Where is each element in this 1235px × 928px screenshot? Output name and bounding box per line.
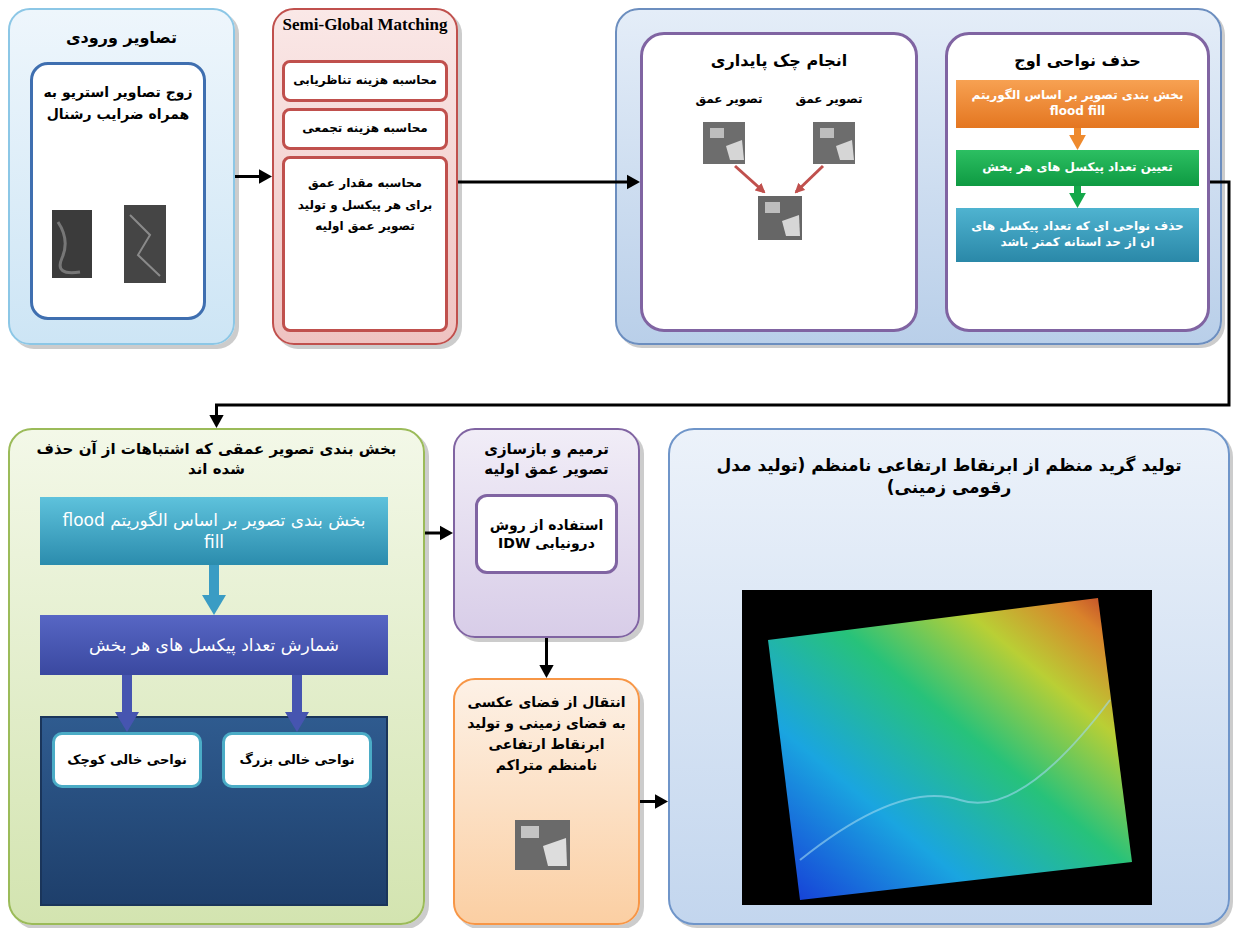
- box-text: تصاویر ورودی: [18, 28, 225, 49]
- process-box: محاسبه هزینه تناظریابی: [282, 60, 448, 102]
- dem-panel: تولید گرید منظم از ابرنقاط ارتفاعی نامنظ…: [668, 428, 1230, 925]
- arrow-line: [209, 565, 219, 598]
- sgm-panel: Semi-Global Matching محاسبه هزینه تناظریا…: [272, 8, 458, 345]
- arrow-head: [440, 526, 453, 540]
- flow-arrow: [640, 794, 668, 808]
- arrow-head: [539, 665, 553, 678]
- flow-arrow: [115, 675, 139, 732]
- box-text: محاسبه مقدار عمق برای هر پیکسل و تولید ت…: [293, 173, 437, 238]
- box-text: بخش بندی تصویر بر اساس الگوریتم flood fi…: [962, 88, 1193, 119]
- arrow-head: [285, 712, 309, 732]
- box-text: نواحی خالی بزرگ: [231, 752, 363, 769]
- flow-arrow: [539, 638, 553, 678]
- arrow-line: [292, 675, 302, 715]
- flow-arrow: [209, 182, 1229, 428]
- process-box: محاسبه هزینه تجمعی: [282, 108, 448, 150]
- box-text: نواحی خالی کوچک: [61, 752, 193, 769]
- box-text: انجام چک پایداری: [649, 51, 909, 72]
- box-text: محاسبه هزینه تجمعی: [291, 121, 439, 137]
- arrow-head: [209, 415, 223, 428]
- flow-arrow: [458, 175, 640, 189]
- segment-panel: بخش بندی تصویر عمقی که اشتباهات از آن حذ…: [8, 428, 425, 925]
- flow-arrow: [285, 675, 309, 732]
- dem-image: [742, 590, 1152, 905]
- arrow-line: [235, 175, 261, 178]
- flow-arrow: [202, 565, 226, 615]
- box-text: حذف نواحی ای که تعداد پیکسل های ان از حد…: [962, 219, 1193, 250]
- step-bar: حذف نواحی ای که تعداد پیکسل های ان از حد…: [956, 208, 1199, 262]
- process-box: محاسبه مقدار عمق برای هر پیکسل و تولید ت…: [282, 156, 448, 332]
- arrow-head: [202, 595, 226, 615]
- arrow-line: [217, 182, 1230, 417]
- result-box: نواحی خالی بزرگ: [222, 732, 372, 788]
- arrow-line: [1074, 186, 1081, 195]
- arrow-line: [545, 638, 548, 667]
- arrow-line: [122, 675, 132, 715]
- arrow-head: [115, 712, 139, 732]
- step-bar: بخش بندی تصویر بر اساس الگوریتم flood fi…: [956, 80, 1199, 128]
- repair-panel: ترمیم و بازسازی تصویر عمق اولیه استفاده ا…: [453, 428, 640, 638]
- arrow-line: [425, 532, 442, 535]
- arrow-line: [458, 181, 629, 184]
- box-text: محاسبه هزینه تناظریابی: [291, 73, 439, 89]
- step-bar: تعیین تعداد پیکسل های هر بخش: [956, 150, 1199, 186]
- box-text: زوج تصاویر استریو به همراه ضرایب رشنال: [41, 81, 195, 126]
- arrow-head: [1069, 135, 1086, 150]
- depth-image: [703, 122, 855, 240]
- box-text: حذف نواحی اوج: [954, 51, 1201, 72]
- check-panel: انجام چک پایداری تصویر عمقتصویر عمق: [640, 32, 918, 332]
- arrow-line: [640, 800, 657, 803]
- box-text: انتقال از فضای عکسی به فضای زمینی و تولی…: [463, 692, 630, 776]
- box-text: بخش بندی تصویر عمقی که اشتباهات از آن حذ…: [20, 440, 413, 479]
- box-text: Semi-Global Matching: [280, 16, 450, 35]
- arrow-head: [655, 794, 668, 808]
- box-text: شمارش تعداد پیکسل های هر بخش: [50, 634, 378, 656]
- step-bar: شمارش تعداد پیکسل های هر بخش: [40, 615, 388, 675]
- arrow-head: [259, 169, 272, 183]
- box-text: بخش بندی تصویر بر اساس الگوریتم flood fi…: [50, 509, 378, 553]
- stereo-image: [52, 205, 166, 283]
- point-cloud-image: [515, 820, 570, 870]
- result-box: نواحی خالی کوچک: [52, 732, 202, 788]
- box-text: ترمیم و بازسازی تصویر عمق اولیه: [463, 440, 630, 479]
- box-label: تصویر عمق: [779, 92, 879, 108]
- step-bar: بخش بندی تصویر بر اساس الگوریتم flood fi…: [40, 497, 388, 565]
- box-text: استفاده از روش درونیابی IDW: [486, 516, 607, 552]
- arrow-head: [627, 175, 640, 189]
- box-text: تعیین تعداد پیکسل های هر بخش: [962, 160, 1193, 176]
- flow-arrow: [235, 169, 272, 183]
- flow-arrow: [1069, 186, 1086, 208]
- peak-panel: حذف نواحی اوج بخش بندی تصویر بر اساس الگو…: [945, 32, 1210, 332]
- flow-arrow: [425, 526, 453, 540]
- arrow-head: [1069, 193, 1086, 208]
- box-text: تولید گرید منظم از ابرنقاط ارتفاعی نامنظ…: [686, 454, 1212, 498]
- transfer-panel: انتقال از فضای عکسی به فضای زمینی و تولی…: [453, 678, 640, 925]
- box-label: تصویر عمق: [679, 92, 779, 108]
- input-panel: تصاویر ورودی زوج تصاویر استریو به همراه ض…: [8, 8, 235, 345]
- arrow-line: [1074, 128, 1081, 137]
- flow-arrow: [1069, 128, 1086, 150]
- input-box: زوج تصاویر استریو به همراه ضرایب رشنال: [30, 62, 206, 320]
- method-box: استفاده از روش درونیابی IDW: [475, 494, 618, 574]
